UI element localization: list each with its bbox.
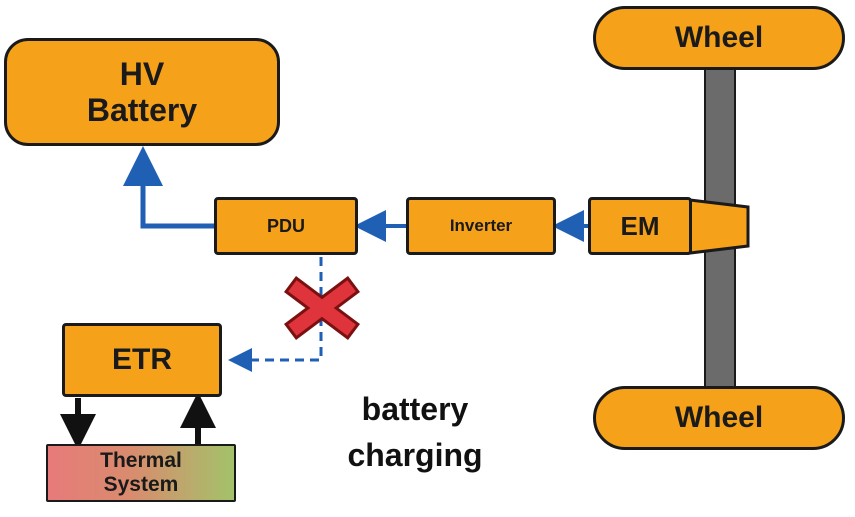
wheel-bottom-label: Wheel <box>674 401 764 434</box>
etr-label: ETR <box>112 343 172 376</box>
wheel-top-node: Wheel <box>593 6 845 70</box>
arrow-pdu-to-etr-blocked <box>228 257 323 372</box>
em-label: EM <box>620 210 660 241</box>
wheel-bottom-node: Wheel <box>593 386 845 450</box>
thermal-system-label: Thermal System <box>100 449 182 496</box>
pdu-label: PDU <box>266 215 305 236</box>
hv-battery-node: HV Battery <box>4 38 280 146</box>
em-node: EM <box>588 197 692 255</box>
inverter-label: Inverter <box>449 216 513 235</box>
hv-battery-label: HV Battery <box>86 56 198 128</box>
inverter-node: Inverter <box>406 197 556 255</box>
etr-node: ETR <box>62 323 222 397</box>
arrow-pdu-to-battery <box>123 146 214 229</box>
em-axle-coupling <box>688 198 750 255</box>
pdu-node: PDU <box>214 197 358 255</box>
wheel-top-label: Wheel <box>674 21 764 54</box>
red-x-icon <box>284 276 360 340</box>
mode-caption: battery charging <box>347 391 483 473</box>
thermal-system-node: Thermal System <box>46 444 236 502</box>
